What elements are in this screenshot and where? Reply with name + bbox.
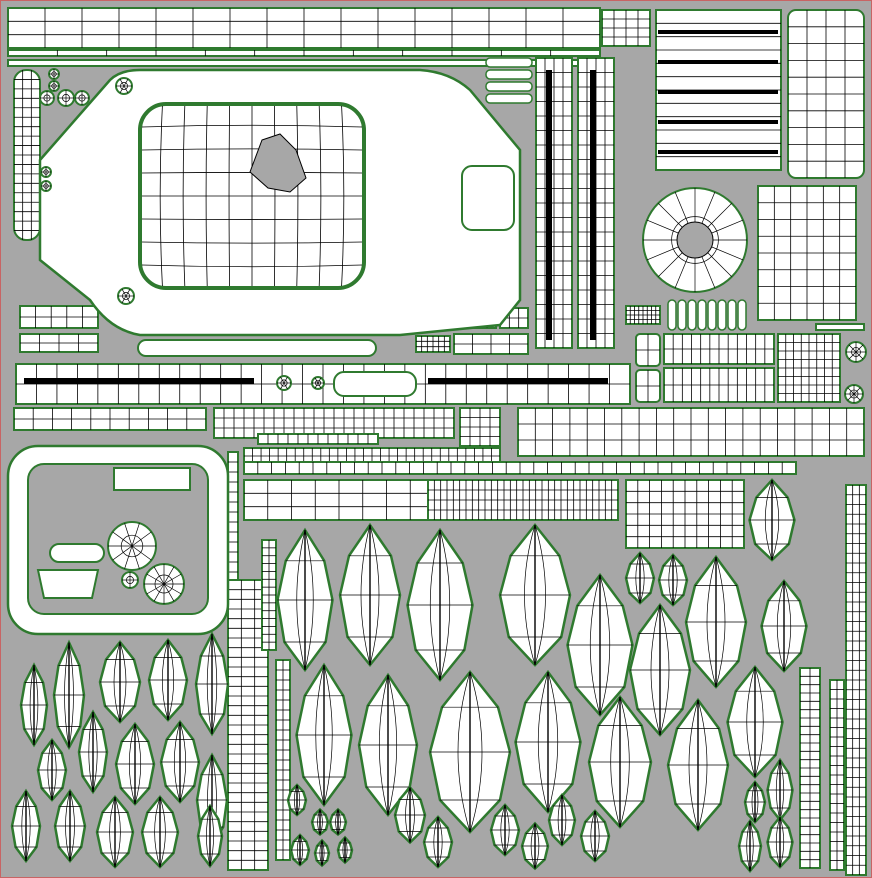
wire-line <box>163 566 175 585</box>
bottom-rail-island <box>137 339 377 357</box>
wire-ring <box>43 94 51 102</box>
uv-pill <box>717 299 727 331</box>
handheld-pill-island <box>49 543 105 563</box>
wire-line <box>141 124 363 128</box>
uv-pill <box>697 299 707 331</box>
wire-line <box>141 241 363 244</box>
center-slot-island <box>333 371 417 397</box>
wire-line <box>163 573 182 585</box>
wire-line <box>141 148 363 151</box>
wire-line <box>141 264 363 268</box>
wire-line <box>125 295 131 304</box>
uv-bar <box>658 30 778 34</box>
wire-ring <box>280 379 288 387</box>
wire-ring <box>120 534 144 558</box>
wire-ring <box>154 574 174 594</box>
wire-line <box>847 393 855 401</box>
wire-ring <box>43 169 49 175</box>
uv-pill <box>485 81 533 92</box>
wire-line <box>146 583 165 595</box>
uv-bar <box>658 60 778 64</box>
wire-line <box>123 85 129 94</box>
wire-ring <box>62 94 70 102</box>
wire-ring <box>851 347 861 357</box>
wire-ring <box>126 576 134 584</box>
wire-line <box>112 531 133 547</box>
wire-line <box>119 85 125 94</box>
wire-ring <box>849 389 859 399</box>
wire-ring <box>122 292 130 300</box>
uv-pill <box>707 299 717 331</box>
wire-ring <box>314 379 322 387</box>
uv-bar <box>428 378 608 384</box>
uv-bar <box>590 70 596 340</box>
uv-pill <box>485 57 533 68</box>
wire-ring <box>671 216 719 264</box>
wire-line <box>121 295 127 304</box>
wire-line <box>131 545 152 561</box>
screen-crack-hole <box>249 133 307 193</box>
uv-bar <box>24 378 254 384</box>
uv-bar <box>658 120 778 124</box>
wire-line <box>124 523 133 547</box>
wire-line <box>153 583 165 602</box>
uv-pill <box>485 93 533 104</box>
wire-ring <box>51 83 57 89</box>
wire-line <box>146 573 165 585</box>
wire-line <box>131 531 152 547</box>
uv-pill <box>727 299 737 331</box>
wire-ring <box>120 82 128 90</box>
wire-line <box>848 344 857 353</box>
side-panel-island <box>461 165 515 231</box>
uv-pill <box>677 299 687 331</box>
uv-bar <box>658 90 778 94</box>
wire-line <box>153 566 165 585</box>
uv-pill <box>737 299 747 331</box>
wire-line <box>855 351 864 360</box>
wire-ring <box>51 71 57 77</box>
uv-pill <box>687 299 697 331</box>
uv-pill <box>485 69 533 80</box>
wire-line <box>123 78 129 87</box>
wire-ring <box>43 183 49 189</box>
wire-line <box>125 288 131 297</box>
wire-line <box>124 545 133 569</box>
wire-line <box>141 218 363 220</box>
wire-line <box>163 583 182 595</box>
wire-line <box>853 387 861 395</box>
wire-line <box>119 78 125 87</box>
handheld-trap-island <box>36 569 100 599</box>
uv-island-grid <box>815 323 865 331</box>
uv-bar <box>658 150 778 154</box>
wire-line <box>121 288 127 297</box>
uv-pill <box>667 299 677 331</box>
wire-line <box>131 545 140 569</box>
wire-line <box>855 344 864 353</box>
wire-line <box>112 545 133 561</box>
handheld-buttons-island <box>113 467 191 491</box>
wire-line <box>853 393 861 401</box>
wire-line <box>131 523 140 547</box>
uv-bar <box>546 70 552 340</box>
wire-line <box>847 387 855 395</box>
wire-line <box>848 351 857 360</box>
wire-line <box>163 583 175 602</box>
ring-hole <box>676 221 714 259</box>
wire-ring <box>78 94 86 102</box>
